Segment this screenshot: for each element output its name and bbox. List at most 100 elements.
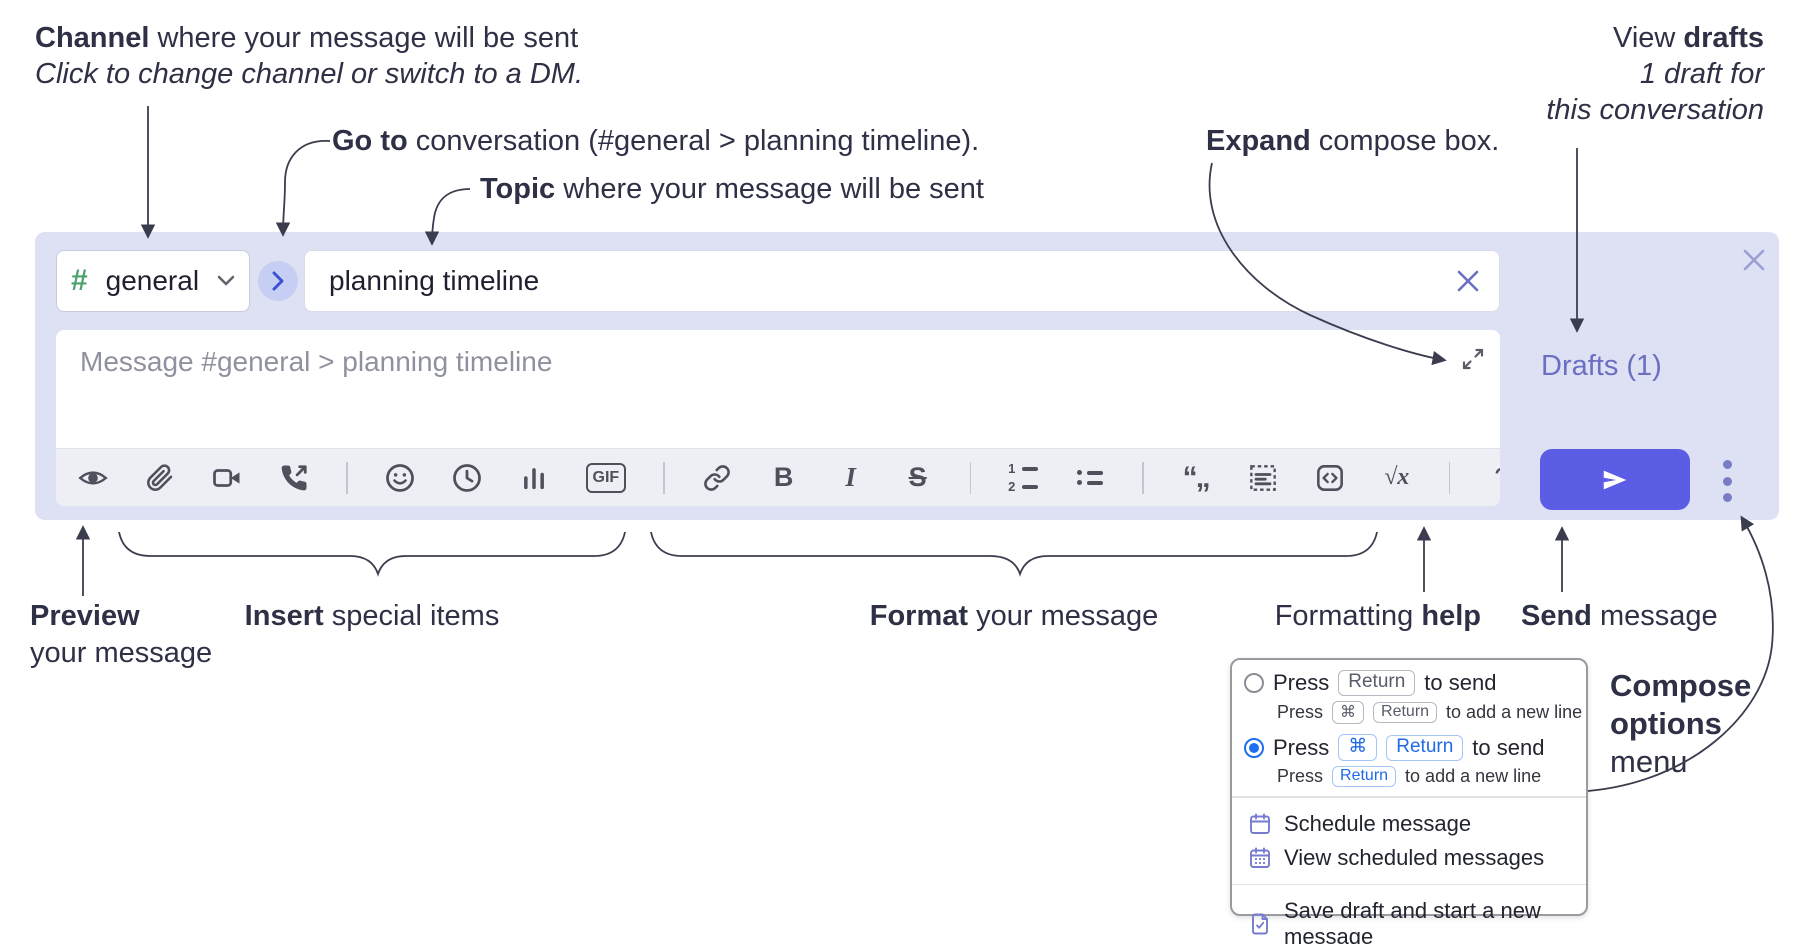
toolbar-divider bbox=[663, 461, 665, 494]
send-option-return[interactable]: Press Return to send bbox=[1232, 670, 1586, 696]
channel-annotation-italic: Click to change channel or switch to a D… bbox=[35, 58, 584, 90]
drafts-link[interactable]: Drafts (1) bbox=[1541, 350, 1662, 382]
emoji-icon[interactable] bbox=[385, 463, 415, 493]
send-button[interactable] bbox=[1540, 449, 1690, 510]
drafts-annotation-line3: this conversation bbox=[1540, 94, 1764, 127]
expand-annotation-bold: Expand bbox=[1206, 125, 1311, 157]
chevron-right-icon bbox=[272, 271, 284, 291]
channel-name: general bbox=[105, 265, 200, 296]
poll-icon[interactable] bbox=[519, 463, 549, 493]
help-annotation-pre: Formatting bbox=[1274, 600, 1422, 632]
compose-options-button[interactable] bbox=[1716, 460, 1738, 502]
format-annotation: Format your message bbox=[870, 600, 1159, 633]
help-annotation: Formatting help bbox=[1275, 600, 1481, 633]
radio-unselected[interactable] bbox=[1244, 673, 1264, 693]
message-input[interactable]: Message #general > planning timeline bbox=[80, 346, 553, 377]
call-icon[interactable] bbox=[279, 463, 309, 493]
save-draft-icon bbox=[1252, 913, 1268, 935]
topic-input[interactable] bbox=[329, 265, 1455, 297]
compose-options-menu: Press Return to send Press ⌘ Return to a… bbox=[1230, 658, 1588, 944]
toolbar-divider bbox=[1142, 461, 1144, 494]
send-option-cmd-return[interactable]: Press ⌘ Return to send bbox=[1232, 734, 1586, 761]
calendar-grid-icon bbox=[1250, 847, 1270, 868]
menu-divider bbox=[1232, 796, 1586, 798]
menu-divider bbox=[1232, 883, 1586, 885]
channel-annotation-rest: where your message will be sent bbox=[149, 22, 579, 54]
format-annotation-rest: your message bbox=[968, 600, 1159, 632]
bullet-list-icon[interactable] bbox=[1075, 463, 1105, 493]
send-annotation-rest: message bbox=[1591, 600, 1718, 632]
goto-annotation-bold: Go to bbox=[332, 125, 408, 157]
topic-field bbox=[304, 250, 1500, 312]
chevron-down-icon bbox=[217, 275, 235, 286]
preview-icon[interactable] bbox=[78, 463, 108, 493]
radio-selected[interactable] bbox=[1244, 737, 1264, 758]
code-icon[interactable] bbox=[1315, 463, 1345, 493]
channel-selector[interactable]: # general bbox=[56, 250, 250, 312]
return-keycap: Return bbox=[1338, 670, 1416, 696]
compose-menu-annotation-line2: options bbox=[1610, 706, 1722, 741]
drafts-annotation-line2: 1 draft for bbox=[1540, 58, 1764, 91]
send-annotation: Send message bbox=[1521, 600, 1718, 633]
format-annotation-bold: Format bbox=[869, 600, 969, 632]
schedule-message-item[interactable]: Schedule message bbox=[1232, 807, 1586, 841]
blockquote-icon[interactable]: “„ bbox=[1182, 460, 1211, 494]
preview-annotation: Preview bbox=[30, 600, 140, 632]
close-icon[interactable] bbox=[1740, 246, 1768, 274]
send-annotation-bold: Send bbox=[1521, 600, 1592, 632]
view-scheduled-messages-label: View scheduled messages bbox=[1284, 844, 1545, 870]
message-panel: Message #general > planning timeline bbox=[56, 330, 1500, 506]
help-annotation-bold: help bbox=[1421, 600, 1481, 632]
recent-icon[interactable] bbox=[452, 463, 482, 493]
drafts-annotation-pre: View bbox=[1613, 22, 1684, 54]
attachment-icon[interactable] bbox=[145, 463, 175, 493]
calendar-icon bbox=[1250, 813, 1270, 834]
code-block-icon[interactable] bbox=[1248, 463, 1278, 493]
ordered-list-icon[interactable]: 1 2 bbox=[1008, 461, 1039, 493]
cmd-keycap: ⌘ bbox=[1332, 701, 1365, 724]
cmd-keycap: ⌘ bbox=[1338, 734, 1378, 761]
insert-annotation-bold: Insert bbox=[244, 600, 324, 632]
bold-icon[interactable]: B bbox=[773, 462, 794, 492]
option2-suffix: to send bbox=[1472, 734, 1545, 760]
video-icon[interactable] bbox=[212, 463, 242, 493]
send-icon bbox=[1603, 470, 1627, 489]
send-option-cmd-return-sub: Press Return to add a new line bbox=[1277, 766, 1586, 787]
clear-topic-icon[interactable] bbox=[1455, 268, 1481, 294]
channel-hash-icon: # bbox=[71, 264, 88, 297]
goto-conversation-button[interactable] bbox=[258, 261, 298, 301]
gif-icon[interactable]: GIF bbox=[585, 462, 627, 493]
formula-icon[interactable]: √x bbox=[1384, 464, 1410, 490]
view-scheduled-messages-item[interactable]: View scheduled messages bbox=[1232, 841, 1586, 875]
drafts-annotation-line3-text: this conversation bbox=[1546, 94, 1764, 126]
italic-icon[interactable]: I bbox=[845, 462, 856, 492]
toolbar-divider bbox=[1448, 461, 1451, 494]
option2-press: Press bbox=[1273, 734, 1330, 760]
ordered-list-1: 1 bbox=[1008, 461, 1016, 476]
insert-annotation-rest: special items bbox=[323, 600, 500, 632]
goto-connector-line bbox=[275, 140, 331, 237]
option1-sub-press: Press bbox=[1277, 702, 1324, 722]
preview-annotation-line2: your message bbox=[30, 637, 213, 669]
return-keycap: Return bbox=[1332, 766, 1397, 787]
link-icon[interactable] bbox=[702, 463, 732, 493]
topic-annotation: Topic where your message will be sent bbox=[480, 173, 984, 206]
send-option-return-sub: Press ⌘ Return to add a new line bbox=[1277, 701, 1586, 724]
option1-sub-suffix: to add a new line bbox=[1446, 702, 1583, 722]
composer-toolbar: GIF B I S 1 2 bbox=[56, 448, 1500, 506]
strikethrough-icon[interactable]: S bbox=[908, 462, 927, 492]
option2-sub-suffix: to add a new line bbox=[1405, 766, 1542, 786]
save-draft-item[interactable]: Save draft and start a new message bbox=[1232, 894, 1586, 944]
format-brace bbox=[650, 531, 1378, 577]
drafts-annotation-line2-text: 1 draft for bbox=[1639, 58, 1764, 90]
topic-annotation-rest: where your message will be sent bbox=[555, 173, 984, 205]
expand-compose-icon[interactable] bbox=[1460, 346, 1486, 372]
goto-annotation: Go to conversation (#general > planning … bbox=[332, 125, 979, 158]
formatting-help-icon[interactable]: ? bbox=[1487, 462, 1500, 493]
compose-menu-annotation-line1: Compose bbox=[1610, 668, 1752, 703]
goto-annotation-rest: conversation (#general > planning timeli… bbox=[407, 125, 980, 157]
channel-annotation-bold: Channel bbox=[35, 22, 150, 54]
option2-sub-press: Press bbox=[1277, 766, 1324, 786]
compose-box: # general Message #general > planning ti… bbox=[35, 232, 1779, 520]
